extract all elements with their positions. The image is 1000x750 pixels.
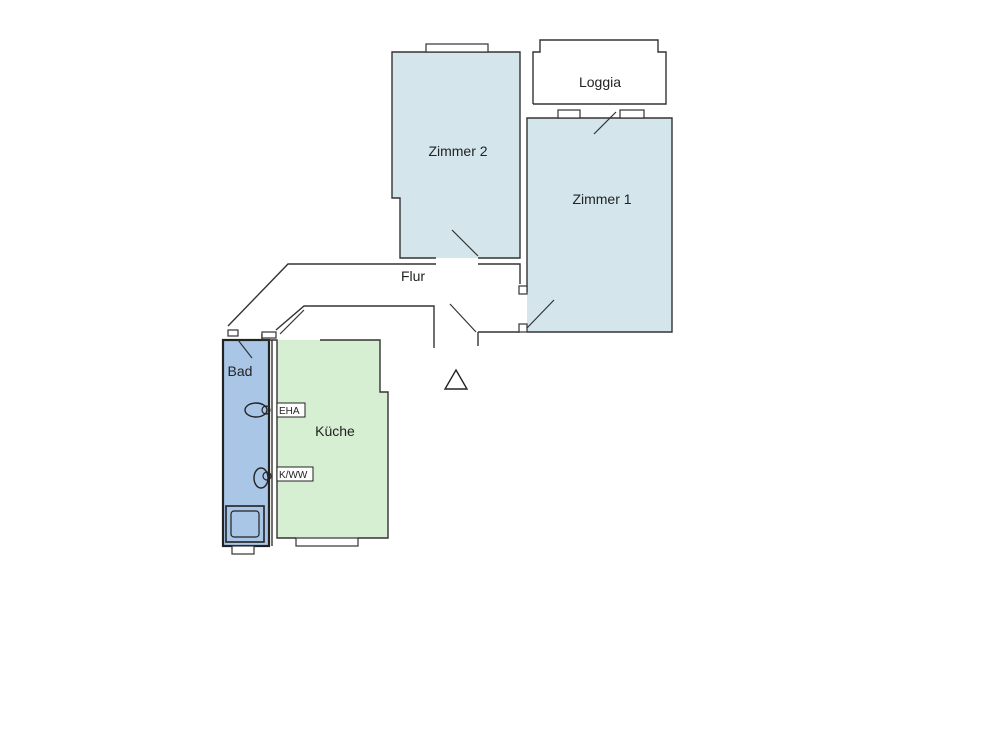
room-labels: Loggia Zimmer 2 Zimmer 1 Flur Bad Küche [228, 74, 632, 439]
window-zimmer1-right [619, 109, 645, 119]
toilet-icon [253, 467, 272, 489]
window-zimmer2 [425, 43, 489, 53]
room-label-zimmer1: Zimmer 1 [572, 191, 631, 207]
window-zimmer1-left [557, 109, 581, 119]
zimmer1-wall [526, 117, 673, 333]
zimmer2-wall [391, 51, 521, 259]
door-entrance [449, 303, 477, 333]
door-zimmer1 [526, 299, 555, 329]
room-label-bad: Bad [228, 363, 253, 379]
door-bad [237, 339, 253, 359]
doors [237, 111, 617, 359]
fixture-label-kww: K/WW [279, 470, 308, 481]
door-kueche [279, 309, 305, 335]
window-zimmer1-side [518, 285, 528, 295]
bad-fixtures [225, 402, 272, 543]
room-bad[interactable] [223, 340, 269, 546]
window-kueche-top [261, 331, 277, 339]
window-bad [231, 545, 255, 555]
room-kueche[interactable] [277, 340, 388, 538]
room-zimmer2[interactable] [392, 52, 520, 258]
room-label-loggia: Loggia [579, 74, 621, 90]
loggia-wall [532, 39, 667, 105]
room-label-flur: Flur [401, 268, 425, 284]
shower-tray-icon [225, 505, 265, 543]
flur-wall-top-right [478, 263, 521, 284]
window-zimmer1-low [518, 323, 528, 333]
room-label-zimmer2: Zimmer 2 [428, 143, 487, 159]
room-label-kueche: Küche [315, 423, 355, 439]
door-zimmer2 [451, 229, 479, 257]
sink-icon [244, 402, 271, 418]
window-kueche [295, 537, 359, 547]
windows [227, 43, 645, 555]
fixture-labels: EHA K/WW [276, 402, 314, 482]
room-fills [223, 52, 672, 546]
flur-wall-bottom [275, 305, 435, 348]
triangle-north-icon [443, 368, 469, 390]
fixture-label-eha: EHA [279, 406, 300, 417]
room-zimmer1[interactable] [527, 118, 672, 332]
window-flur-left [227, 329, 239, 337]
flur-wall-top [227, 263, 436, 327]
kueche-wall [320, 339, 389, 539]
door-loggia [593, 111, 617, 135]
